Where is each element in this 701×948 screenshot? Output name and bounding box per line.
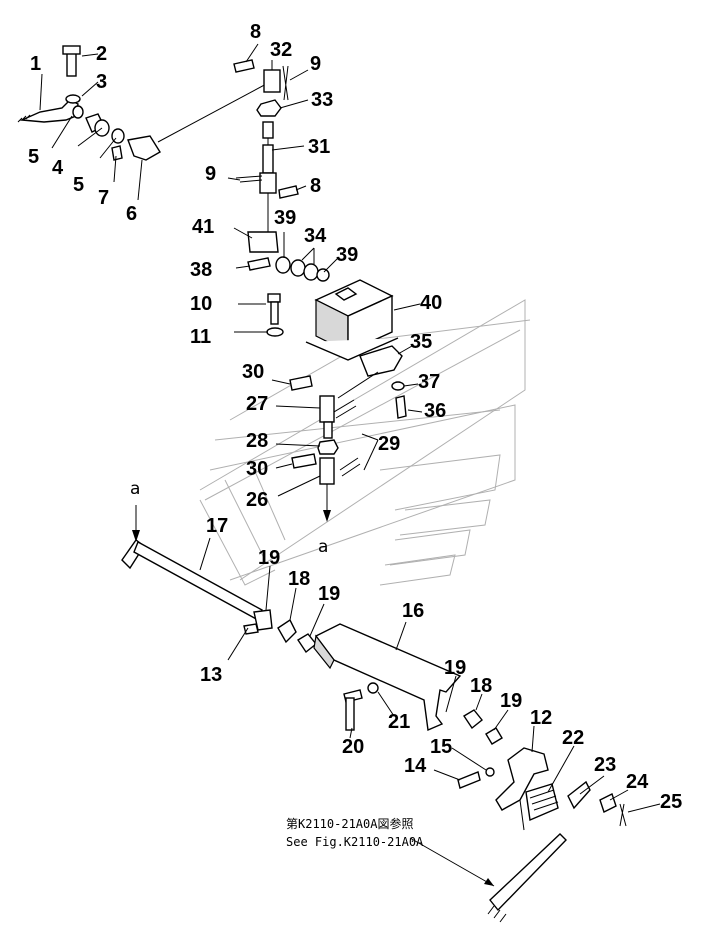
callout-11: 11 (190, 326, 211, 348)
callout-5-left: 5 (28, 146, 39, 168)
connection-mark-a-lower: a (318, 537, 328, 557)
callout-7: 7 (98, 187, 109, 209)
callout-1: 1 (30, 53, 41, 75)
upper-left-linkage (17, 45, 271, 161)
callout-25: 25 (660, 791, 682, 813)
callout-3: 3 (96, 71, 107, 93)
reference-note-english: See Fig.K2110-21A0A (286, 835, 424, 849)
callout-37: 37 (418, 371, 440, 393)
bolt-and-washer (266, 293, 284, 337)
lower-bracket (277, 618, 462, 732)
callout-19-d: 19 (500, 690, 522, 712)
callout-14: 14 (404, 755, 427, 777)
callout-15: 15 (430, 736, 452, 758)
callout-4: 4 (52, 157, 64, 179)
callout-35: 35 (410, 331, 432, 353)
callout-38: 38 (190, 259, 212, 281)
callout-26: 26 (246, 489, 268, 511)
callout-17: 17 (206, 515, 228, 537)
reference-note-japanese: 第K2110-21A0A図参照 (286, 816, 413, 831)
callout-24: 24 (626, 771, 649, 793)
upper-rod-column (233, 59, 330, 282)
lower-right-pedal (457, 709, 627, 923)
callout-22: 22 (562, 727, 584, 749)
callout-16: 16 (402, 600, 424, 622)
callout-41: 41 (192, 216, 214, 238)
callout-40: 40 (420, 292, 442, 314)
callout-23: 23 (594, 754, 616, 776)
callout-9-left: 9 (205, 163, 216, 185)
callout-10: 10 (190, 293, 212, 315)
callout-28: 28 (246, 430, 268, 452)
callout-18-right: 18 (470, 675, 492, 697)
leader-lines (39, 43, 661, 887)
callout-9-top: 9 (310, 53, 321, 75)
callout-20: 20 (342, 736, 364, 758)
callout-13: 13 (200, 664, 222, 686)
callout-numbers: 1 2 3 5 4 5 7 6 8 32 9 33 31 9 8 41 39 3… (28, 21, 682, 813)
callout-19-a: 19 (258, 547, 280, 569)
callout-8-top: 8 (250, 21, 261, 43)
callout-33: 33 (311, 89, 333, 111)
callout-32: 32 (270, 39, 292, 61)
callout-5-right: 5 (73, 174, 84, 196)
actuator-box (305, 279, 399, 361)
callout-39-right: 39 (336, 244, 358, 266)
callout-21: 21 (388, 711, 410, 733)
long-rod (121, 505, 273, 635)
callout-2: 2 (96, 43, 107, 65)
callout-27: 27 (246, 393, 268, 415)
callout-18-left: 18 (288, 568, 310, 590)
callout-19-c: 19 (444, 657, 466, 679)
callout-36: 36 (424, 400, 446, 422)
callout-29: 29 (378, 433, 400, 455)
callout-34: 34 (304, 225, 327, 247)
connection-mark-a-upper: a (130, 479, 140, 499)
callout-19-b: 19 (318, 583, 340, 605)
callout-30-upper: 30 (242, 361, 264, 383)
callout-31: 31 (308, 136, 330, 158)
callout-6: 6 (126, 203, 137, 225)
callout-12: 12 (530, 707, 552, 729)
callout-39-left: 39 (274, 207, 296, 229)
middle-linkage (289, 345, 407, 522)
callout-8-right: 8 (310, 175, 321, 197)
callout-30-lower: 30 (246, 458, 268, 480)
